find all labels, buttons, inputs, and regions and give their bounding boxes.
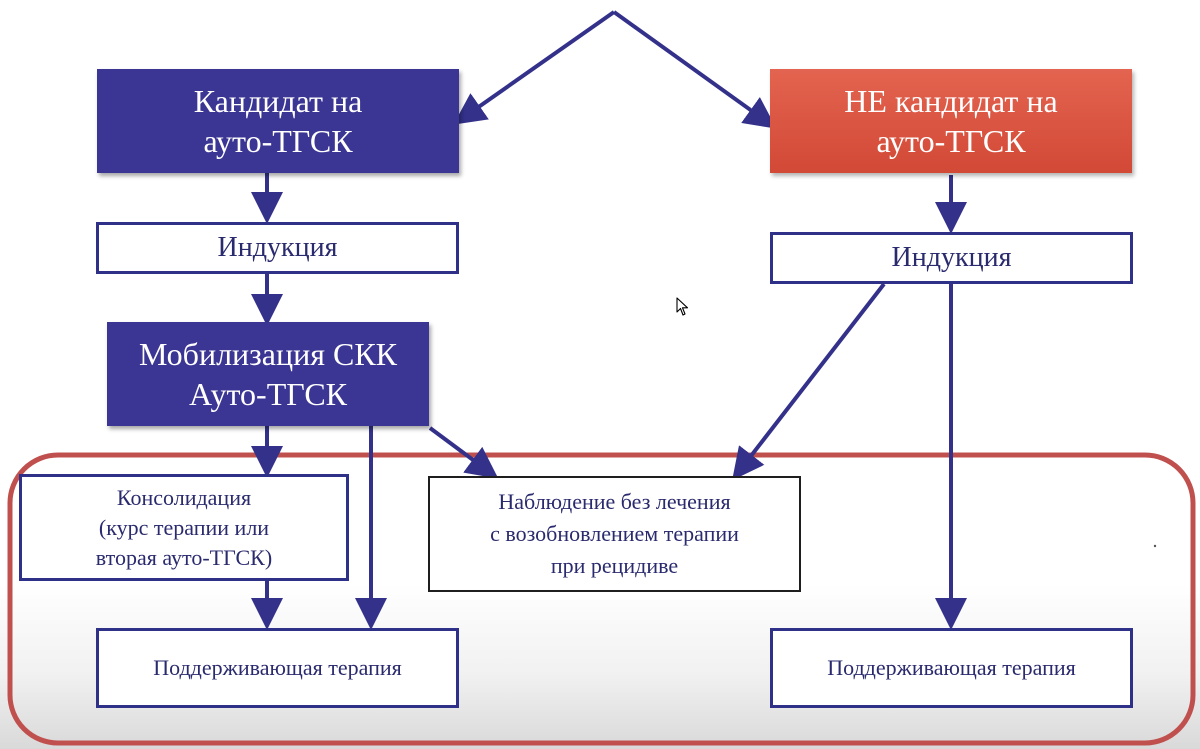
candidate-box: Кандидат на ауто-ТГСК (97, 69, 459, 173)
maintenance-left-box: Поддерживающая терапия (96, 628, 459, 708)
maintenance-right-box: Поддерживающая терапия (770, 628, 1133, 708)
arrow-top-to-candidate (453, 10, 616, 125)
speck (1153, 544, 1157, 548)
observation-box: Наблюдение без лечения с возобновлением … (428, 476, 801, 592)
mobilization-box: Мобилизация СКК Ауто-ТГСК (107, 322, 429, 426)
consolidation-box: Консолидация (курс терапии или вторая ау… (19, 474, 349, 581)
not-candidate-box: НЕ кандидат на ауто-ТГСК (770, 69, 1132, 173)
highlight-frame (7, 452, 1196, 746)
induction-left-box: Индукция (96, 222, 459, 274)
arrow-mobilization-to-observation (428, 426, 499, 479)
arrow-induction-to-observation (732, 282, 886, 481)
induction-right-box: Индукция (770, 232, 1133, 284)
mouse-cursor-icon (676, 297, 689, 316)
arrow-top-to-not-candidate (612, 10, 777, 129)
